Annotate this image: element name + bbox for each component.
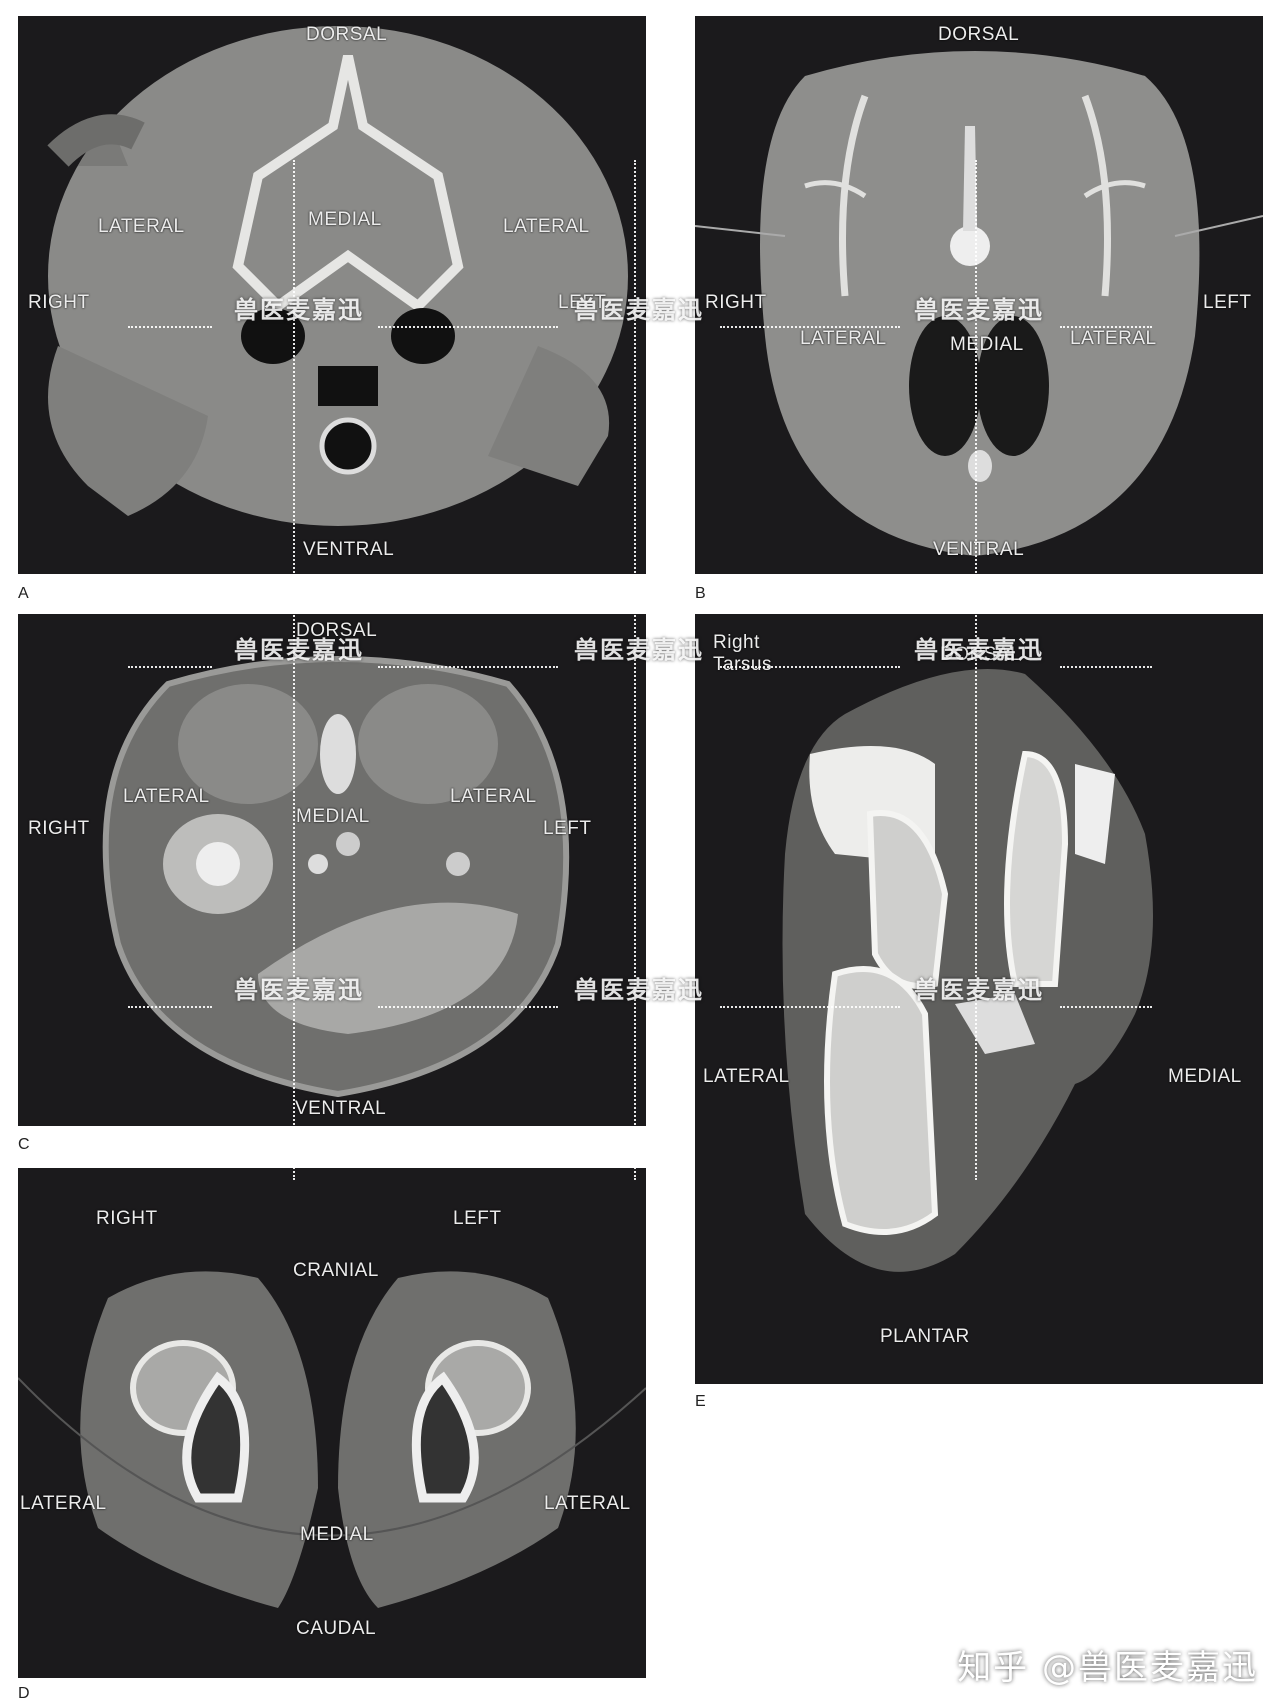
label-left: LEFT — [558, 292, 607, 313]
label-lateral-left: LATERAL — [1070, 328, 1157, 349]
label-tag-right: Right — [713, 632, 760, 653]
watermark-guide — [378, 666, 558, 668]
label-lateral-right: LATERAL — [98, 216, 185, 237]
label-lateral-left: LATERAL — [503, 216, 590, 237]
label-lateral-right: LATERAL — [123, 786, 210, 807]
panel-letter-b: B — [695, 585, 706, 602]
ct-image-b — [695, 51, 1263, 556]
zhihu-watermark: 知乎 @兽医麦嘉迅 — [957, 1648, 1258, 1688]
watermark-guide — [128, 666, 212, 668]
label-ventral: VENTRAL — [303, 539, 395, 560]
ct-panel-d: RIGHT LEFT CRANIAL CAUDAL LATERAL LATERA… — [18, 1168, 646, 1678]
panel-letter-c: C — [18, 1136, 30, 1153]
label-left: LEFT — [1203, 292, 1252, 313]
label-dorsal: DORSAL — [938, 24, 1020, 45]
watermark-guide — [128, 1006, 212, 1008]
label-medial: MEDIAL — [296, 806, 370, 827]
label-lateral-left: LATERAL — [450, 786, 537, 807]
panel-letter-d: D — [18, 1685, 30, 1702]
ct-panel-b: DORSAL VENTRAL RIGHT LEFT LATERAL LATERA… — [695, 16, 1263, 574]
watermark-guide — [1060, 1006, 1152, 1008]
label-dorsal: DORSAL — [296, 620, 378, 641]
label-lateral: LATERAL — [703, 1066, 790, 1087]
label-medial: MEDIAL — [1168, 1066, 1242, 1087]
watermark: 兽医麦嘉迅 — [914, 296, 1044, 324]
watermark: 兽医麦嘉迅 — [234, 636, 364, 664]
label-medial: MEDIAL — [300, 1524, 374, 1545]
panel-letter-a: A — [18, 585, 29, 602]
watermark: 兽医麦嘉迅 — [914, 976, 1044, 1004]
watermark-guide — [378, 1006, 558, 1008]
label-dorsal: DORSAL — [306, 24, 388, 45]
watermark: 兽医麦嘉迅 — [234, 976, 364, 1004]
watermark-guide — [720, 1006, 900, 1008]
ct-panel-e: Right Tarsus DORSAL PLANTAR LATERAL MEDI… — [695, 614, 1263, 1384]
label-medial: MEDIAL — [308, 209, 382, 230]
ct-panel-a: DORSAL VENTRAL RIGHT LEFT LATERAL LATERA… — [18, 16, 646, 574]
watermark-guide — [1060, 666, 1152, 668]
label-ventral: VENTRAL — [933, 539, 1025, 560]
watermark: 兽医麦嘉迅 — [574, 636, 704, 664]
watermark-guide — [975, 160, 977, 1180]
label-tag-tarsus: Tarsus — [713, 654, 772, 675]
label-right: RIGHT — [96, 1208, 158, 1229]
ct-image-d — [18, 1271, 646, 1608]
watermark-guide — [378, 326, 558, 328]
label-left: LEFT — [543, 818, 592, 839]
watermark-guide — [720, 666, 900, 668]
ct-panel-c: DORSAL VENTRAL RIGHT LEFT LATERAL LATERA… — [18, 614, 646, 1126]
label-plantar: PLANTAR — [880, 1326, 970, 1347]
label-lateral-left: LATERAL — [544, 1493, 631, 1514]
label-lateral-right: LATERAL — [20, 1493, 107, 1514]
watermark-guide — [128, 326, 212, 328]
label-lateral-right: LATERAL — [800, 328, 887, 349]
label-left: LEFT — [453, 1208, 502, 1229]
watermark: 兽医麦嘉迅 — [914, 636, 1044, 664]
watermark-guide — [720, 326, 900, 328]
label-dorsal: DORSAL — [940, 644, 1022, 665]
ct-image-c — [102, 656, 570, 1098]
watermark: 兽医麦嘉迅 — [234, 296, 364, 324]
label-right: RIGHT — [705, 292, 767, 313]
panel-letter-e: E — [695, 1393, 706, 1410]
label-right: RIGHT — [28, 818, 90, 839]
watermark: 兽医麦嘉迅 — [574, 976, 704, 1004]
label-right: RIGHT — [28, 292, 90, 313]
watermark-guide — [293, 160, 295, 1180]
label-cranial: CRANIAL — [293, 1260, 379, 1281]
label-caudal: CAUDAL — [296, 1618, 377, 1639]
ct-image-a — [47, 26, 628, 526]
watermark-guide — [1060, 326, 1152, 328]
watermark: 兽医麦嘉迅 — [574, 296, 704, 324]
watermark-guide — [634, 160, 636, 1180]
label-ventral: VENTRAL — [295, 1098, 387, 1119]
ct-image-e — [782, 669, 1153, 1272]
label-medial: MEDIAL — [950, 334, 1024, 355]
